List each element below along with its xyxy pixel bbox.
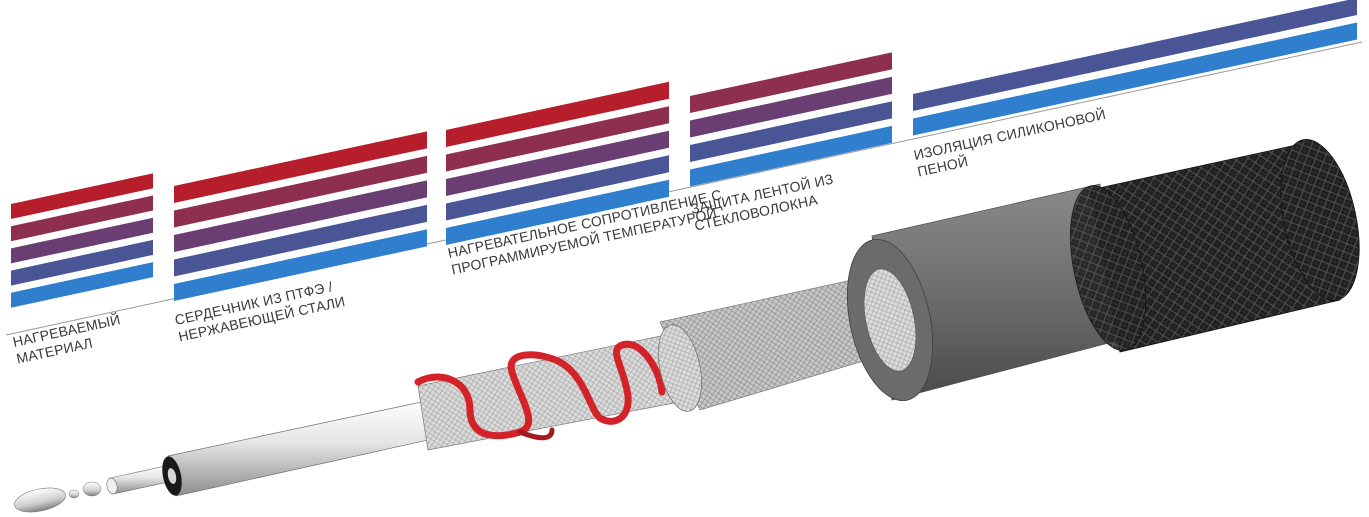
stripe-heated-material-5	[11, 262, 153, 308]
stripe-heating-resistance-1	[446, 81, 669, 147]
material-droplet	[68, 489, 80, 499]
stripe-silicone-foam-1	[913, 0, 1357, 111]
stripe-heating-resistance-3	[446, 130, 669, 196]
label-heated-material: НАГРЕВАЕМЫЙМАТЕРИАЛ	[11, 310, 125, 366]
stripe-fiberglass-tape-4	[690, 125, 892, 187]
stripe-core-1	[174, 131, 427, 203]
stripe-heated-material-1	[11, 173, 153, 219]
stripe-fiberglass-tape-2	[690, 76, 892, 138]
ptfe-core-tube	[167, 397, 447, 497]
stripe-silicone-foam-2	[913, 22, 1357, 136]
stripe-core-4	[174, 204, 427, 277]
stripe-heated-material-3	[11, 217, 153, 264]
stripe-fiberglass-tape-3	[690, 101, 892, 162]
stripe-heating-resistance-5	[446, 179, 669, 245]
cable-illustration	[14, 139, 1360, 513]
stripe-heating-resistance-4	[446, 155, 669, 221]
stripe-heated-material-4	[11, 239, 153, 286]
stripe-core-3	[174, 180, 427, 252]
material-droplet	[14, 487, 66, 513]
stripe-core-2	[174, 155, 427, 228]
stripe-core-5	[174, 229, 427, 301]
stripe-heated-material-2	[11, 195, 153, 242]
heating-wire-coil	[414, 340, 666, 441]
stripe-heating-resistance-2	[446, 106, 669, 172]
material-droplet	[82, 481, 102, 497]
stripe-fiberglass-tape-1	[690, 52, 892, 113]
layer-stripes	[11, 0, 1357, 308]
